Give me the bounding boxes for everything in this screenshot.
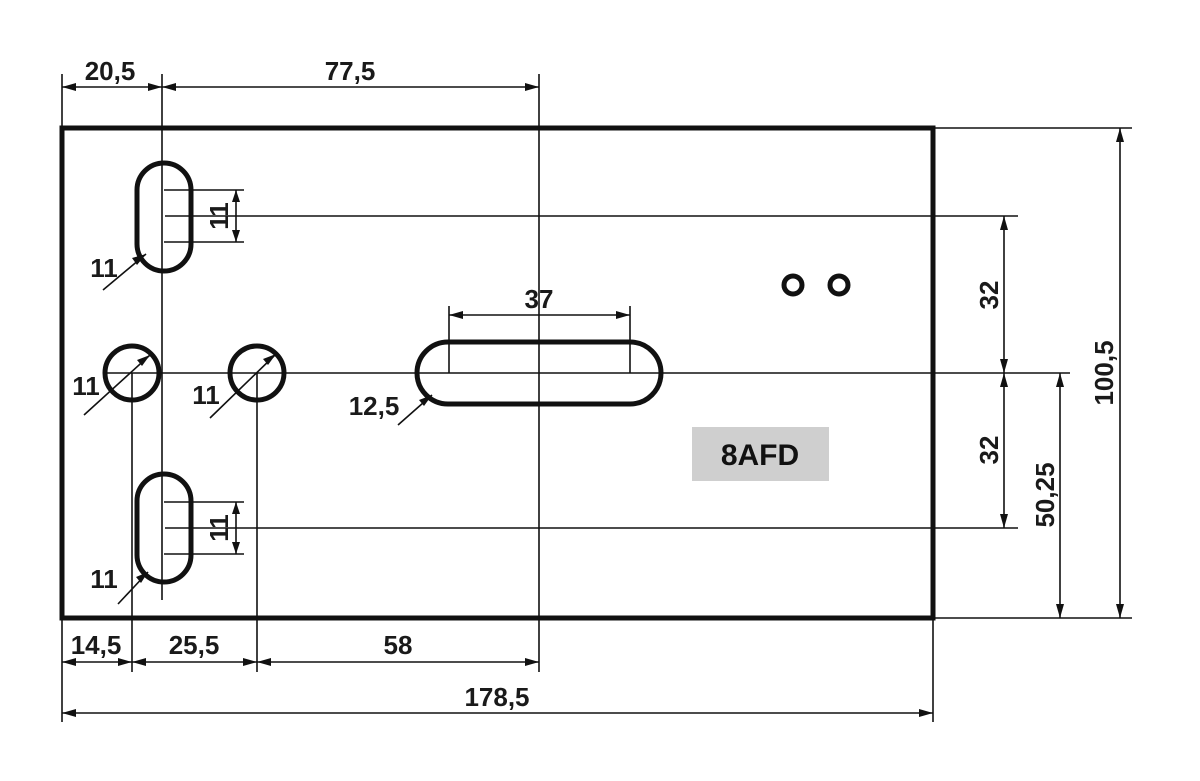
dim-bottom-left-offset: 14,5 <box>71 630 122 660</box>
dim-middle-hole-diameter: 11 <box>192 380 220 410</box>
dim-lower-slot-width: 11 <box>90 564 118 594</box>
dim-lower-slot-height: 11 <box>204 514 234 542</box>
dim-upper-spacing: 32 <box>974 281 1004 310</box>
dim-total-height: 100,5 <box>1089 340 1119 405</box>
dim-top-to-slot-center: 77,5 <box>325 56 376 86</box>
dim-upper-slot-width: 11 <box>90 253 118 283</box>
dim-upper-slot-height: 11 <box>204 202 234 230</box>
dimension-lines <box>62 83 1124 717</box>
dim-hole-to-slot-center: 58 <box>384 630 413 660</box>
dim-half-height: 50,25 <box>1030 462 1060 527</box>
small-hole-left <box>781 273 805 297</box>
part-label: 8AFD <box>721 439 799 472</box>
dim-total-width: 178,5 <box>464 682 529 712</box>
dim-top-left-offset: 20,5 <box>85 56 136 86</box>
small-hole-right <box>827 273 851 297</box>
dim-left-hole-diameter: 11 <box>72 371 100 401</box>
upper-vertical-slot <box>134 160 194 274</box>
dim-slot-width: 12,5 <box>349 391 400 421</box>
part-label-box <box>692 427 829 481</box>
dim-hole-spacing: 25,5 <box>169 630 220 660</box>
dim-lower-spacing: 32 <box>974 436 1004 465</box>
center-lines <box>61 74 1132 722</box>
dim-slot-length: 37 <box>525 284 554 314</box>
